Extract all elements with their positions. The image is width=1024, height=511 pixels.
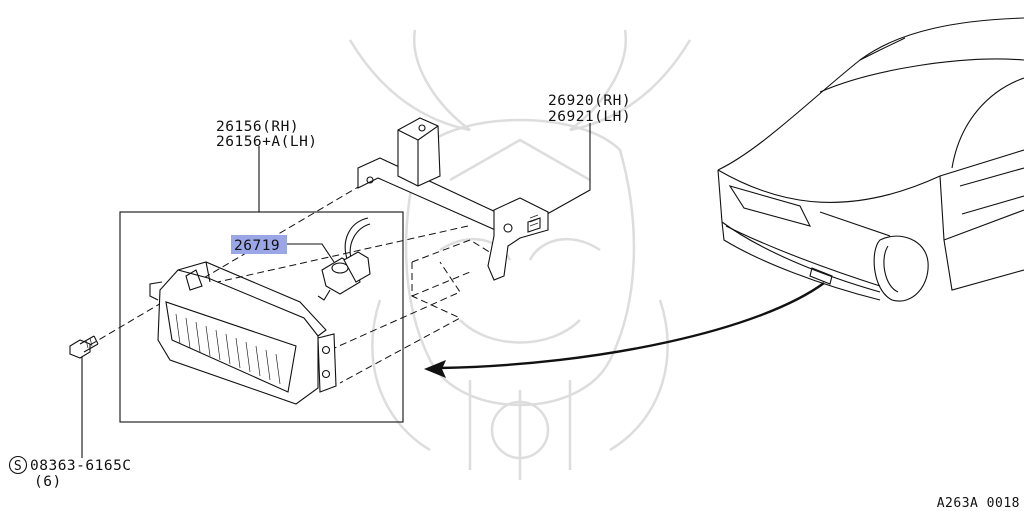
- assembly-dashed-lines: [89, 179, 497, 384]
- screw-symbol: S: [14, 459, 22, 474]
- screw-part: [69, 335, 99, 359]
- label-bulb[interactable]: 26719: [234, 238, 280, 254]
- car-outline: [717, 17, 1024, 302]
- label-fog-lamp-lh: 26156+A(LH): [216, 134, 318, 150]
- bulb-part: [317, 217, 371, 301]
- fog-lamp-part: [149, 261, 337, 405]
- label-screw-qty: (6): [34, 474, 62, 490]
- bracket-part: [357, 117, 549, 281]
- bulb-label-highlight: [231, 235, 287, 254]
- label-fog-lamp-rh: 26156(RH): [216, 119, 299, 135]
- watermark-emblem: [348, 29, 692, 480]
- location-arrow: [424, 282, 825, 378]
- diagram-reference: A263A 0018: [937, 496, 1020, 511]
- label-screw-number: 08363-6165C: [30, 458, 132, 474]
- screw-symbol-circle: [8, 455, 28, 475]
- label-bracket-lh: 26921(LH): [548, 109, 631, 125]
- leader-lines: [81, 123, 591, 458]
- label-bracket-rh: 26920(RH): [548, 93, 631, 109]
